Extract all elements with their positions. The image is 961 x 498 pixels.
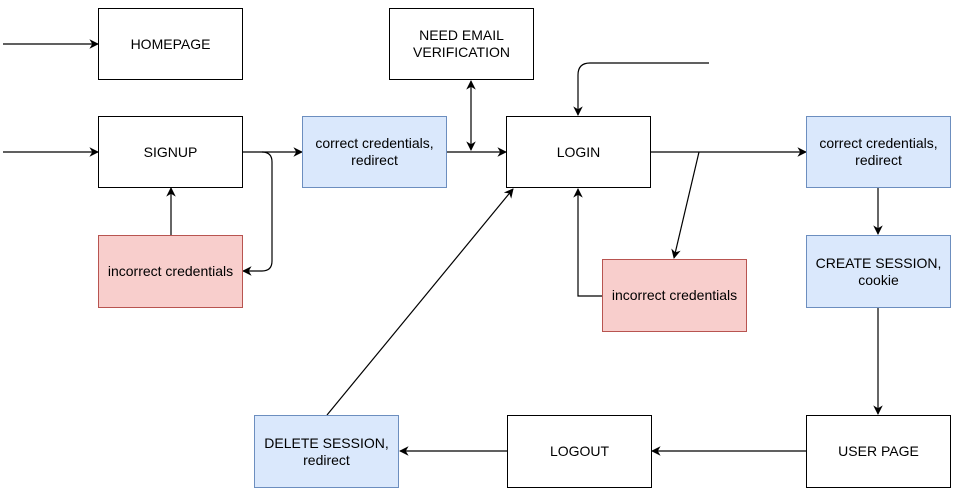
login-correct-credentials-node: correct credentials, redirect bbox=[806, 116, 951, 188]
signup-correct-credentials-label: correct credentials, redirect bbox=[315, 135, 434, 168]
create-session-node: CREATE SESSION, cookie bbox=[806, 235, 951, 308]
login-incorrect-credentials-node: incorrect credentials bbox=[602, 259, 747, 332]
signup-correct-credentials-node: correct credentials, redirect bbox=[302, 116, 447, 188]
arrow-login-to-incorrect bbox=[671, 151, 700, 259]
create-session-label: CREATE SESSION, cookie bbox=[815, 254, 942, 288]
arrow-entry-to-login bbox=[573, 62, 709, 116]
login-node: LOGIN bbox=[506, 116, 651, 188]
arrow-incorrect-to-login bbox=[573, 188, 602, 297]
login-correct-credentials-label: correct credentials, redirect bbox=[819, 135, 938, 168]
login-incorrect-credentials-label: incorrect credentials bbox=[611, 287, 738, 303]
arrow-signup-to-incorrect bbox=[242, 151, 273, 276]
signup-label: SIGNUP bbox=[143, 143, 198, 160]
delete-session-label: DELETE SESSION, redirect bbox=[264, 434, 389, 468]
logout-label: LOGOUT bbox=[549, 443, 610, 459]
signup-node: SIGNUP bbox=[98, 116, 243, 188]
login-label: LOGIN bbox=[556, 143, 601, 160]
homepage-node: HOMEPAGE bbox=[98, 8, 243, 80]
homepage-label: HOMEPAGE bbox=[130, 35, 211, 52]
need-email-verification-node: NEED EMAIL VERIFICATION bbox=[389, 8, 534, 80]
delete-session-node: DELETE SESSION, redirect bbox=[254, 415, 399, 488]
user-page-label: USER PAGE bbox=[838, 443, 919, 459]
arrow-delete-session-to-login bbox=[326, 188, 514, 416]
user-page-node: USER PAGE bbox=[806, 415, 951, 488]
signup-incorrect-credentials-label: incorrect credentials bbox=[107, 263, 234, 279]
signup-incorrect-credentials-node: incorrect credentials bbox=[98, 235, 243, 308]
need-email-verification-label: NEED EMAIL VERIFICATION bbox=[413, 27, 510, 60]
logout-node: LOGOUT bbox=[507, 415, 652, 488]
